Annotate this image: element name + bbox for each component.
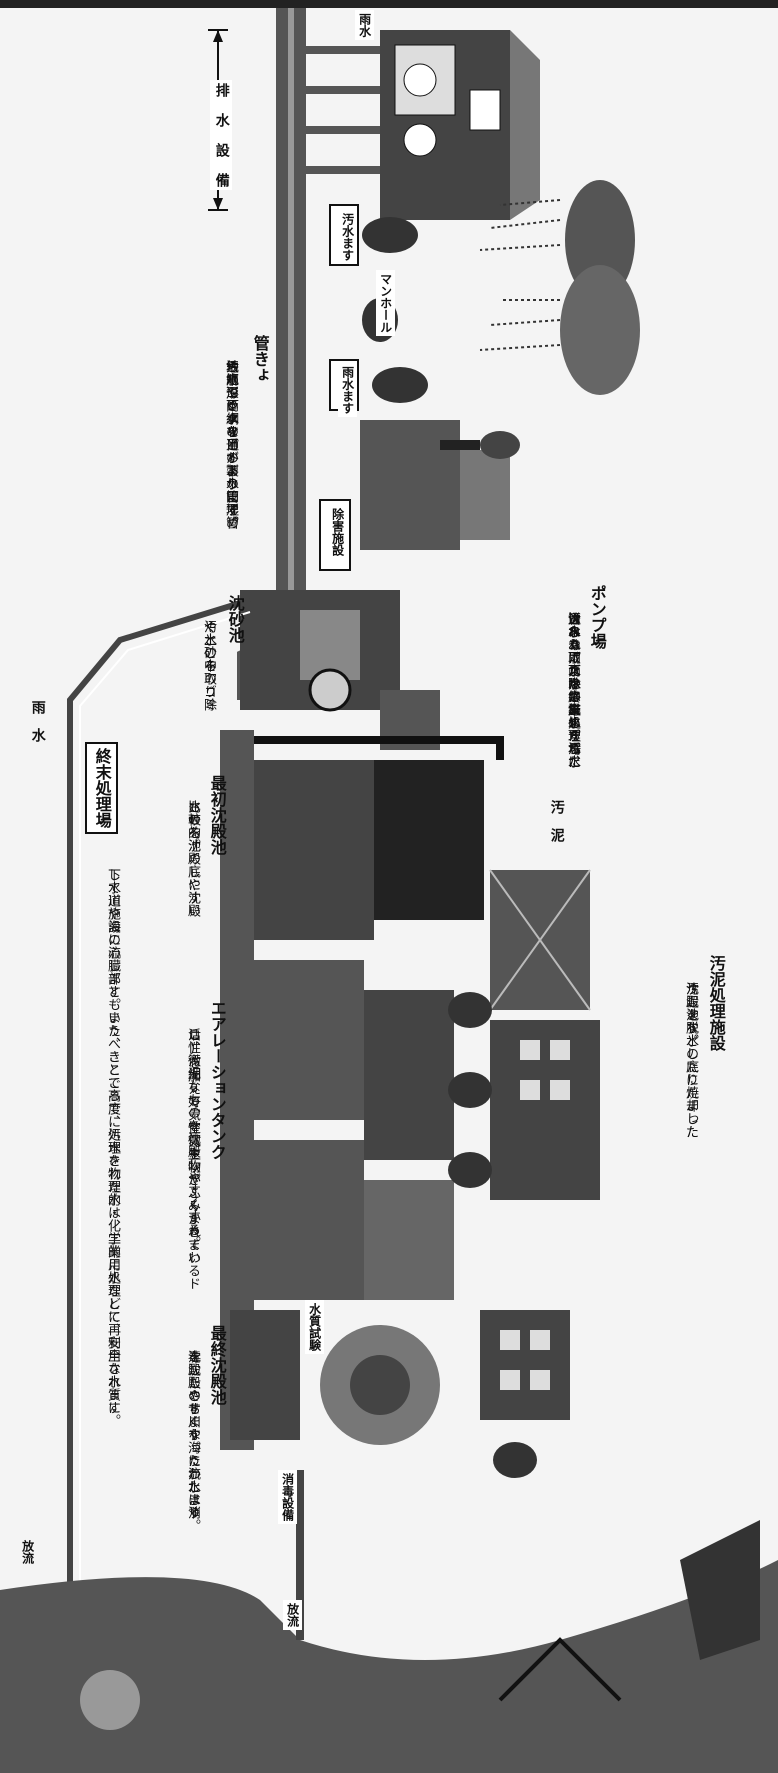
disinfection-drawing [320, 1310, 570, 1478]
top-border [0, 0, 778, 8]
river-area [0, 1560, 778, 1773]
outflow-bottom-label: 放流 [283, 1600, 302, 1630]
pump-station-desc: 管きょによって集められた 汚水や雨水を中継したり、 汲みあげたりします。汚水 は… [565, 612, 580, 768]
sludge-facility-desc: 沈殿池などの底にたまった 汚泥を脱水したり焼却した りします。 [683, 982, 698, 1138]
water-test-label: 水質試験 [305, 1300, 324, 1354]
pipe-title: 管きょ [250, 335, 270, 383]
pump-station-drawing [240, 590, 440, 750]
manhole-label: マンホール [376, 270, 395, 336]
final-tank-desc: 沈殿しやすくなったかたまり を沈殿させます。うわ水は消 毒したのち川や海に流しま… [185, 1350, 200, 1532]
aeration-tank-title: エアレーションタンク [207, 1000, 227, 1160]
grit-chamber-title: 沈砂池 [225, 595, 245, 643]
sewage-inlet-label: 汚水ます [338, 210, 357, 264]
pump-station-title: ポンプ場 [587, 585, 607, 649]
primary-tank-desc: 比較的沈殿しやすい ものを池の底に沈殿 させる。 [185, 800, 200, 917]
disinfection-label: 消毒設備 [278, 1470, 297, 1524]
grit-chamber-desc: 汚水の中のゴミ や土砂を取り除 くところ [201, 620, 216, 711]
primary-tank-title: 最初沈殿池 [207, 775, 227, 855]
bridge-drawing [498, 1637, 622, 1702]
rainwater-river-label: 雨 水 [29, 700, 46, 742]
pipe-desc: 汚水や雨水を通す下水管で、 地中深く網の目のように埋め られています。 鉄筋コン… [223, 360, 238, 529]
terminal-plant-title: 終末処理場 [85, 742, 118, 834]
final-tank-title: 最終沈殿池 [207, 1325, 227, 1405]
sludge-label: 汚 泥 [548, 800, 565, 842]
pollution-control-label: 除害施設 [328, 505, 347, 559]
treatment-plant-drawing [220, 730, 504, 1450]
rainwater-channel [67, 597, 251, 1740]
rain-inlet-label: 雨水ます [338, 363, 357, 417]
aeration-tank-desc: 活性汚泥(好気性微生物がふくまれているド ロ)を加えて、空気を吹きこみかきまわ … [185, 1028, 200, 1290]
factory-drawing [319, 420, 520, 571]
terminal-plant-desc: 下水道施設の心臓部ともいうべきところで、汚水を物理的・化学的に処理して、安全な水… [105, 868, 120, 1427]
rainwater-label-top: 雨水 [355, 10, 374, 40]
rain-clouds [479, 180, 640, 395]
outflow-left-label: 放流 [20, 1540, 35, 1564]
house-drawing [306, 30, 540, 220]
drainage-equipment-label: 排 水 設 備 [210, 80, 232, 190]
sludge-facility-title: 汚泥処理施設 [706, 955, 726, 1051]
sludge-facility-drawing [448, 869, 600, 1200]
